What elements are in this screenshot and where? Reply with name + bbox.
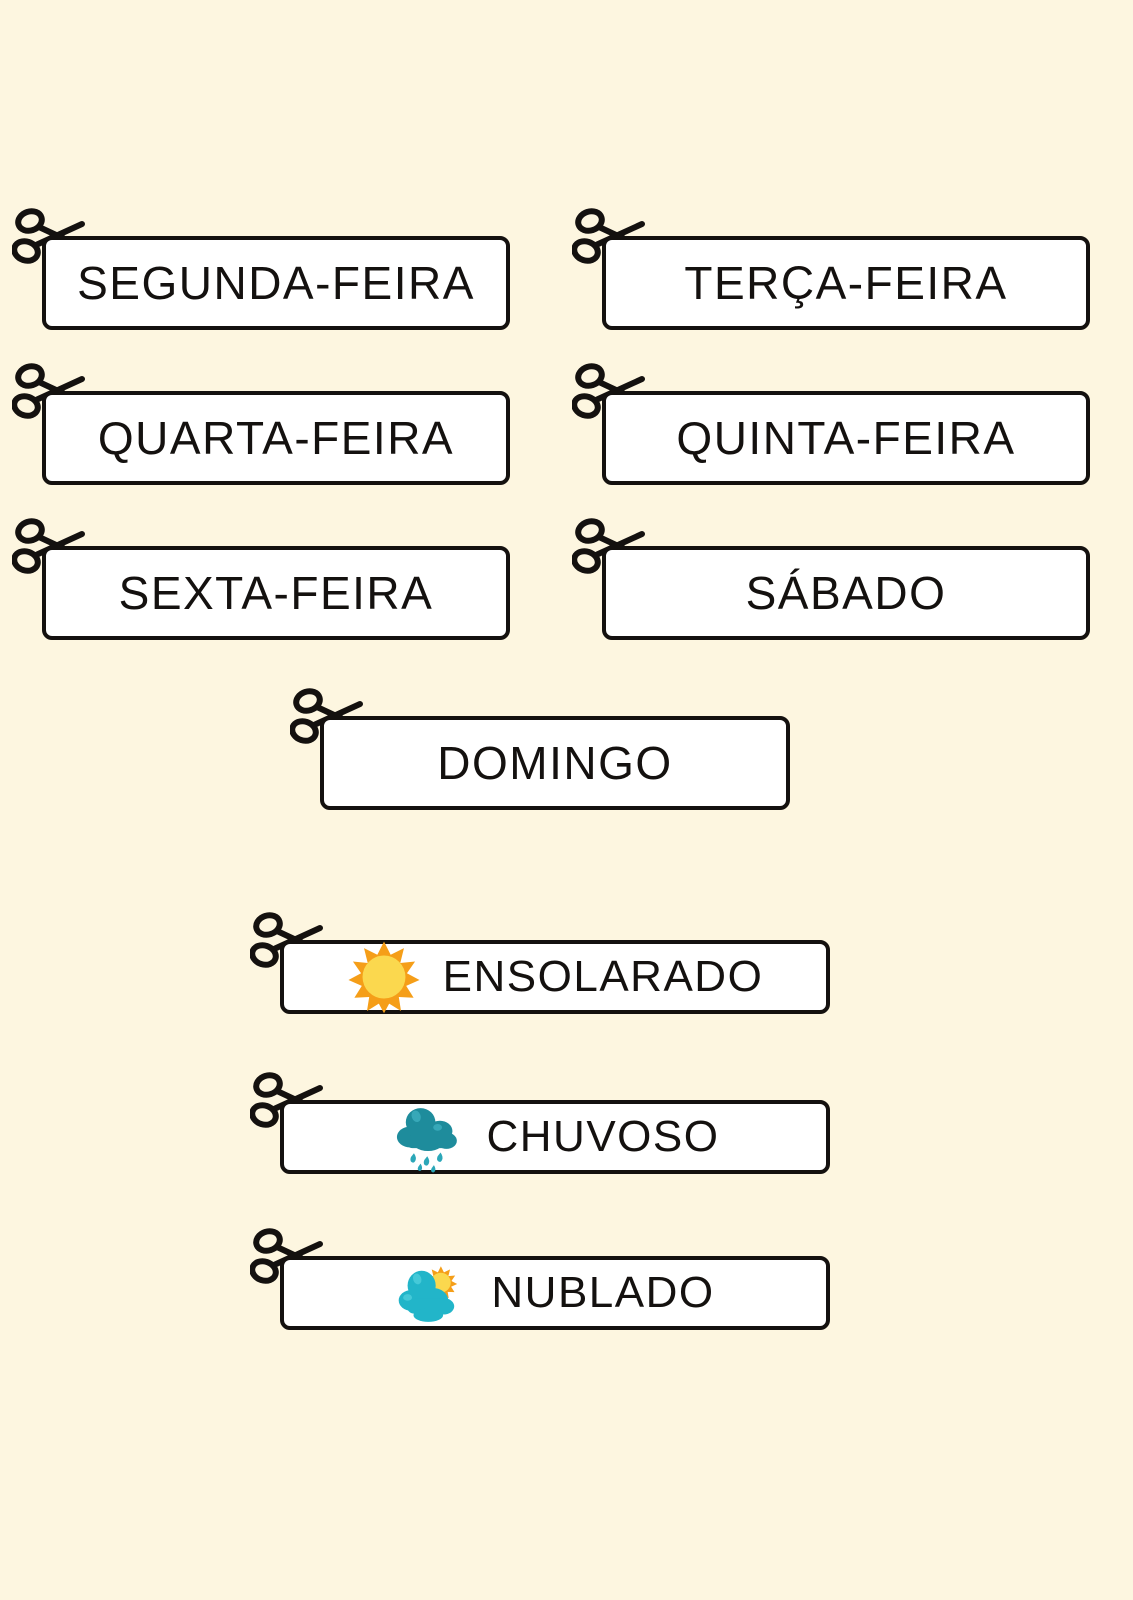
card-domingo[interactable]: DOMINGO: [290, 688, 790, 810]
card-segunda-feira[interactable]: SEGUNDA-FEIRA: [12, 208, 510, 330]
card-body: SEGUNDA-FEIRA: [42, 236, 510, 330]
card-label: DOMINGO: [437, 737, 673, 789]
card-label: CHUVOSO: [486, 1112, 720, 1161]
card-body: ENSOLARADO: [280, 940, 830, 1014]
card-sabado[interactable]: SÁBADO: [572, 518, 1090, 640]
card-nublado[interactable]: NUBLADO: [250, 1228, 830, 1330]
rain-cloud-icon: [396, 1108, 457, 1173]
card-body: QUARTA-FEIRA: [42, 391, 510, 485]
card-ensolarado[interactable]: ENSOLARADO: [250, 912, 830, 1014]
card-chuvoso[interactable]: CHUVOSO: [250, 1072, 830, 1174]
card-label: ENSOLARADO: [442, 952, 764, 1001]
card-label: QUINTA-FEIRA: [676, 412, 1016, 464]
card-sexta-feira[interactable]: SEXTA-FEIRA: [12, 518, 510, 640]
card-quinta-feira[interactable]: QUINTA-FEIRA: [572, 363, 1090, 485]
card-label: SEXTA-FEIRA: [118, 567, 434, 619]
card-body: DOMINGO: [320, 716, 790, 810]
card-body: QUINTA-FEIRA: [602, 391, 1090, 485]
sun-icon: [348, 941, 420, 1014]
card-label: TERÇA-FEIRA: [684, 257, 1008, 309]
card-terca-feira[interactable]: TERÇA-FEIRA: [572, 208, 1090, 330]
card-label: QUARTA-FEIRA: [97, 412, 455, 464]
card-body: TERÇA-FEIRA: [602, 236, 1090, 330]
card-body: CHUVOSO: [280, 1100, 830, 1174]
card-label: NUBLADO: [491, 1268, 715, 1317]
card-quarta-feira[interactable]: QUARTA-FEIRA: [12, 363, 510, 485]
card-label: SÁBADO: [745, 567, 947, 619]
card-label: SEGUNDA-FEIRA: [77, 257, 475, 309]
card-body: SEXTA-FEIRA: [42, 546, 510, 640]
sun-behind-cloud-icon: [399, 1266, 458, 1322]
card-body: SÁBADO: [602, 546, 1090, 640]
card-body: NUBLADO: [280, 1256, 830, 1330]
